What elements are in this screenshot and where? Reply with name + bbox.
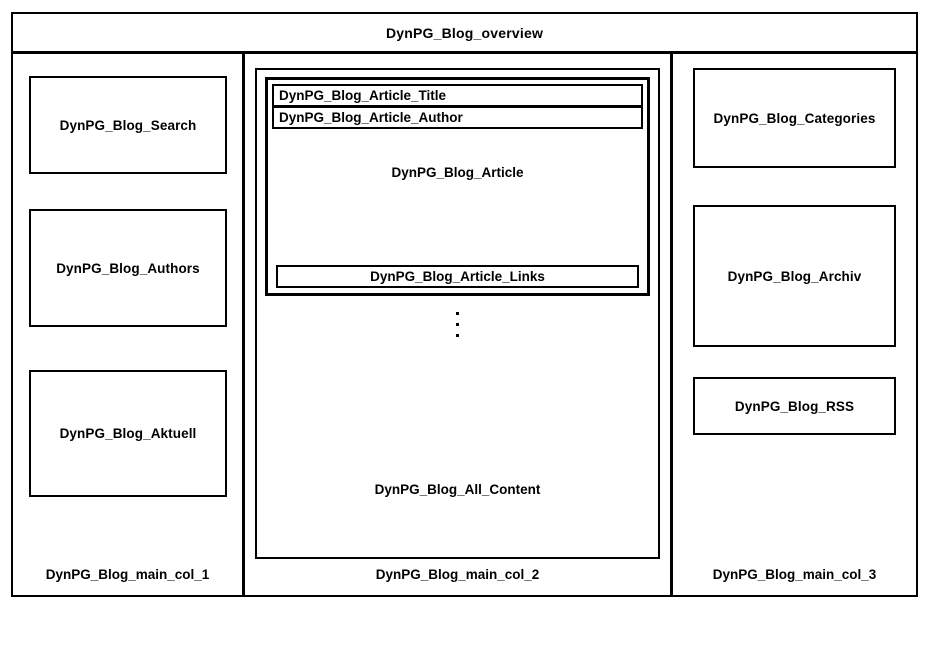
main-col-2: DynPG_Blog_Article_Title DynPG_Blog_Arti… <box>242 54 673 595</box>
module-label-aktuell: DynPG_Blog_Aktuell <box>59 426 197 441</box>
module-box-rss[interactable]: DynPG_Blog_RSS <box>693 377 896 435</box>
module-box-article-links[interactable]: DynPG_Blog_Article_Links <box>276 265 639 288</box>
blog-overview-diagram: DynPG_Blog_overview DynPG_Blog_Search Dy… <box>11 12 918 597</box>
module-box-all-content[interactable]: DynPG_Blog_Article_Title DynPG_Blog_Arti… <box>255 68 660 559</box>
main-col-3-caption: DynPG_Blog_main_col_3 <box>712 567 877 582</box>
module-label-rss: DynPG_Blog_RSS <box>734 398 855 414</box>
main-col-1: DynPG_Blog_Search DynPG_Blog_Authors Dyn… <box>13 54 242 595</box>
main-col-2-content: DynPG_Blog_Article_Title DynPG_Blog_Arti… <box>245 54 670 567</box>
main-col-3: DynPG_Blog_Categories DynPG_Blog_Archiv … <box>673 54 916 595</box>
columns-row: DynPG_Blog_Search DynPG_Blog_Authors Dyn… <box>13 54 916 595</box>
main-col-1-caption: DynPG_Blog_main_col_1 <box>45 567 210 582</box>
module-box-article[interactable]: DynPG_Blog_Article_Title DynPG_Blog_Arti… <box>265 77 650 296</box>
module-label-article-title: DynPG_Blog_Article_Title <box>279 88 447 103</box>
ellipsis-dot <box>456 323 459 326</box>
module-box-archiv[interactable]: DynPG_Blog_Archiv <box>693 205 896 347</box>
module-label-all-content: DynPG_Blog_All_Content <box>374 482 541 497</box>
module-box-search[interactable]: DynPG_Blog_Search <box>29 76 227 174</box>
module-label-search: DynPG_Blog_Search <box>59 117 197 133</box>
module-label-categories: DynPG_Blog_Categories <box>713 110 876 126</box>
overview-header: DynPG_Blog_overview <box>13 14 916 54</box>
module-box-article-author[interactable]: DynPG_Blog_Article_Author <box>272 106 643 129</box>
module-label-article-author: DynPG_Blog_Article_Author <box>279 110 463 125</box>
ellipsis-dot <box>456 312 459 315</box>
module-label-authors: DynPG_Blog_Authors <box>56 260 200 276</box>
module-label-article: DynPG_Blog_Article <box>391 165 524 180</box>
main-col-3-content: DynPG_Blog_Categories DynPG_Blog_Archiv … <box>673 54 916 567</box>
vertical-ellipsis-icon <box>257 312 658 337</box>
module-box-aktuell[interactable]: DynPG_Blog_Aktuell <box>29 370 227 497</box>
main-col-1-content: DynPG_Blog_Search DynPG_Blog_Authors Dyn… <box>13 54 242 567</box>
ellipsis-dot <box>456 334 459 337</box>
module-box-article-title[interactable]: DynPG_Blog_Article_Title <box>272 84 643 107</box>
module-label-article-links: DynPG_Blog_Article_Links <box>370 269 545 284</box>
module-box-categories[interactable]: DynPG_Blog_Categories <box>693 68 896 168</box>
module-label-archiv: DynPG_Blog_Archiv <box>727 268 862 284</box>
main-col-2-caption: DynPG_Blog_main_col_2 <box>375 567 540 582</box>
overview-title: DynPG_Blog_overview <box>385 24 544 41</box>
module-box-authors[interactable]: DynPG_Blog_Authors <box>29 209 227 327</box>
